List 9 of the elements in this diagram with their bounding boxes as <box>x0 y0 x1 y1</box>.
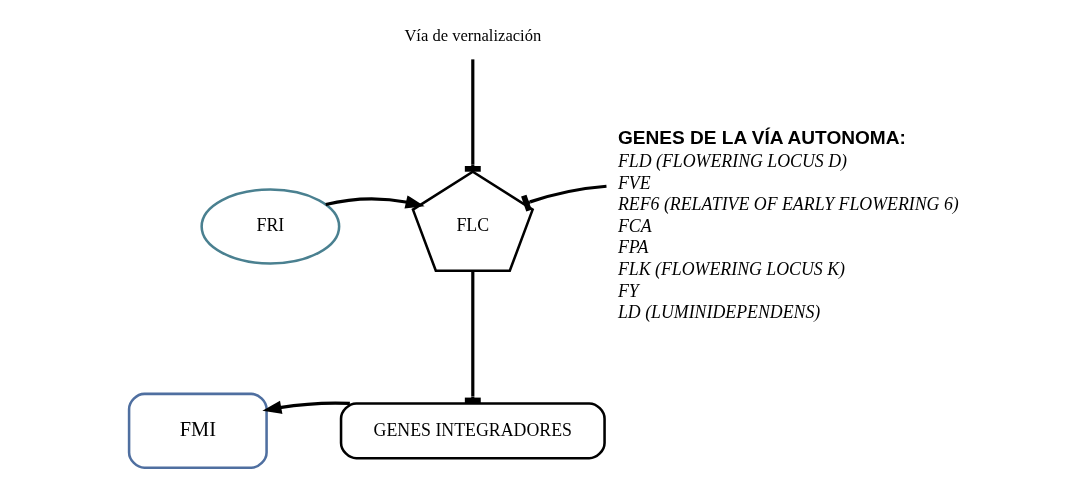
node-box: FMI <box>127 392 268 469</box>
arrow <box>324 195 425 209</box>
arrow <box>261 400 350 414</box>
connector <box>464 59 481 172</box>
node-text: GENES DE LA VÍA AUTONOMA: FLD (FLOWERING LOCUS D) FVE REF6 (RELATIVE OF EARLY FLOWERING 6) FCA FPA FLK (FLOWERING LOCUS K) FY LD (LUMINIDEPENDENS) <box>617 126 959 323</box>
connector <box>520 184 607 212</box>
node-box: GENES INTEGRADORES <box>339 402 606 460</box>
node-ellipse: FRI <box>199 188 340 265</box>
node-text: Vía de vernalización <box>403 25 541 45</box>
